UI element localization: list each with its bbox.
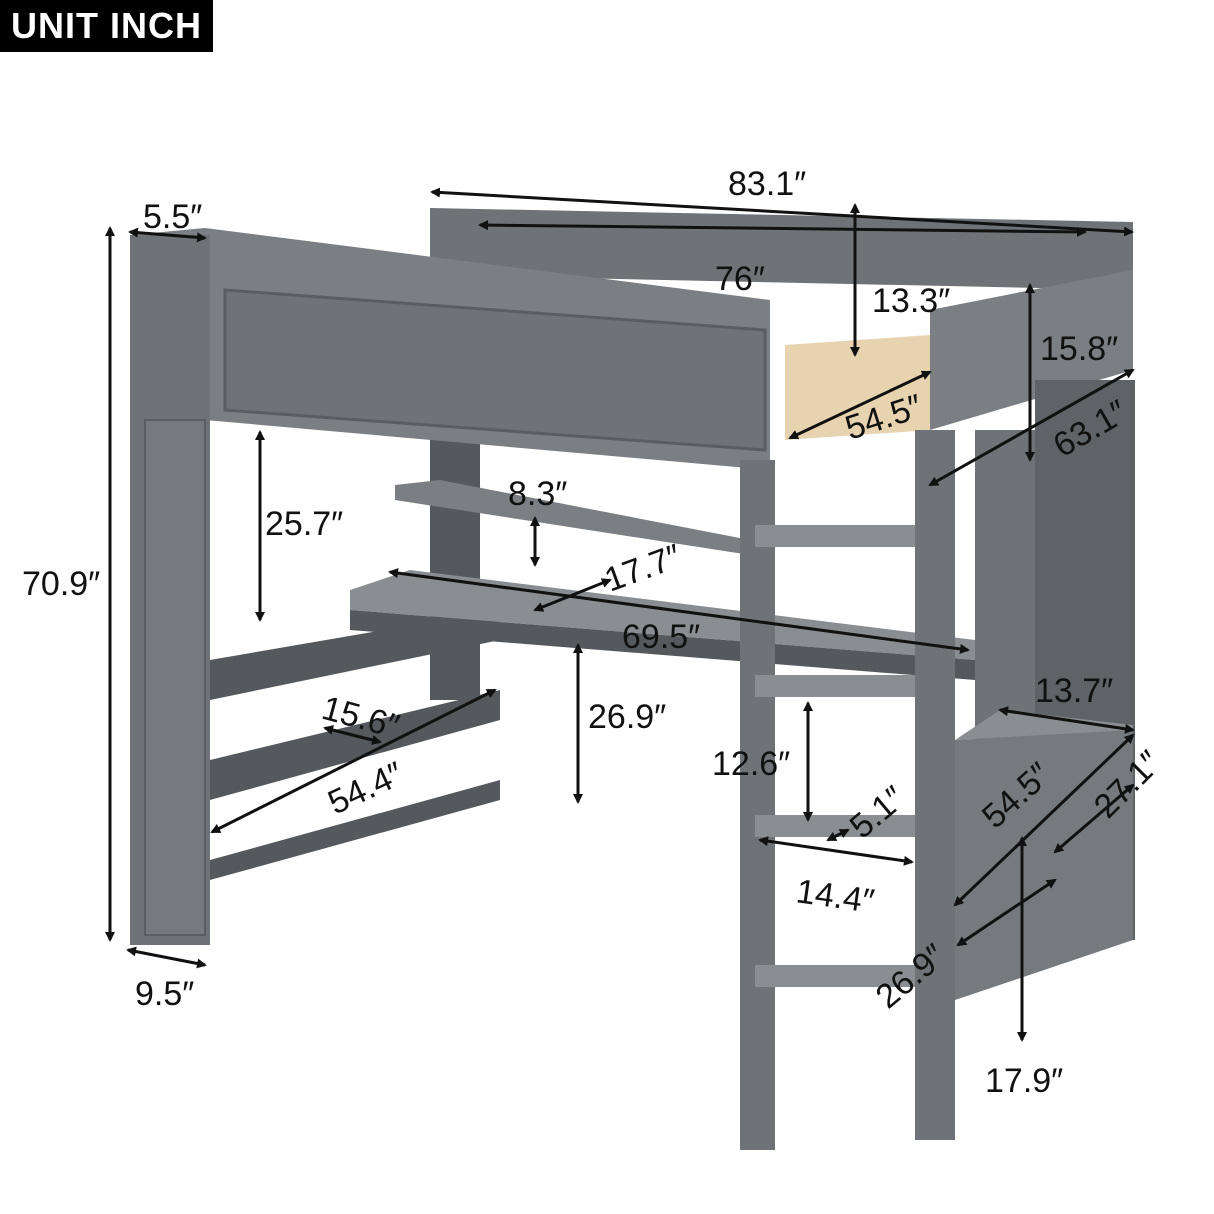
bed-frame	[130, 208, 1135, 1150]
label-step-width: 14.4″	[794, 872, 877, 921]
label-overall-height: 70.9″	[22, 565, 100, 603]
label-post-width: 5.5″	[143, 198, 202, 236]
label-foot-depth: 9.5″	[135, 975, 194, 1013]
label-desk-depth: 17.7″	[600, 537, 686, 599]
label-guardrail-height: 13.3″	[872, 282, 950, 320]
label-cabinet-lower: 17.9″	[985, 1062, 1063, 1100]
label-end-rail-height: 15.8″	[1040, 330, 1118, 368]
label-overall-length: 83.1″	[728, 165, 806, 203]
label-under-bed-clearance: 25.7″	[265, 505, 343, 543]
label-cabinet-depth: 13.7″	[1035, 672, 1113, 710]
label-inner-length: 76″	[715, 260, 765, 298]
label-desk-height: 26.9″	[588, 698, 666, 736]
label-desk-length: 69.5″	[622, 618, 700, 656]
dimension-lines	[105, 187, 1135, 1042]
label-shelf-gap: 8.3″	[508, 475, 567, 513]
unit-badge: UNIT INCH	[0, 0, 213, 52]
label-step-gap: 12.6″	[712, 745, 790, 783]
